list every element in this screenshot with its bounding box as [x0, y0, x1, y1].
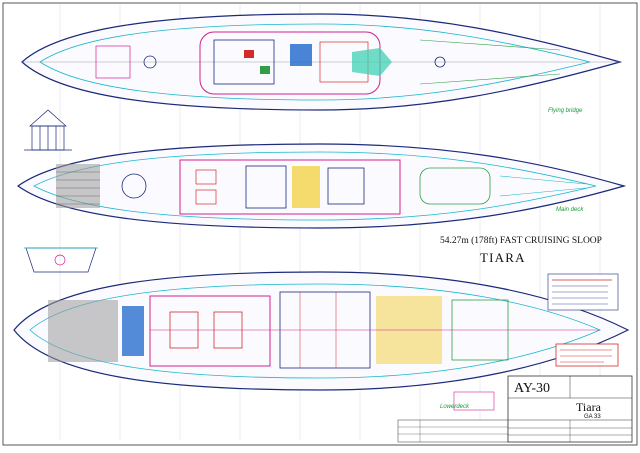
- issue-stamp: [453, 391, 495, 411]
- title-block-subtitle: GA 33: [584, 414, 601, 420]
- flybridge-deck-plan: [21, 13, 623, 111]
- specification-box: [547, 273, 619, 311]
- lower-deck-plan: [13, 271, 630, 391]
- yacht-name: TIARA: [480, 250, 526, 265]
- gazebo-detail: [24, 109, 72, 151]
- title-block: [507, 375, 633, 443]
- midship-section-detail: [24, 247, 98, 273]
- drawing-title: 54.27m (178ft) FAST CRUISING SLOOP: [440, 236, 602, 246]
- revision-table: [397, 419, 509, 443]
- main-deck-plan: [16, 143, 627, 229]
- deck-label-main: Main deck: [556, 207, 584, 213]
- deck-label-lower: Lowerdeck: [440, 404, 470, 410]
- title-block-code: AY-30: [514, 381, 551, 396]
- deck-label-flybridge: Flying bridge: [548, 108, 583, 114]
- warning-note-box: [555, 343, 619, 367]
- sheet-border: [2, 2, 638, 446]
- title-block-name: Tiara: [576, 400, 601, 414]
